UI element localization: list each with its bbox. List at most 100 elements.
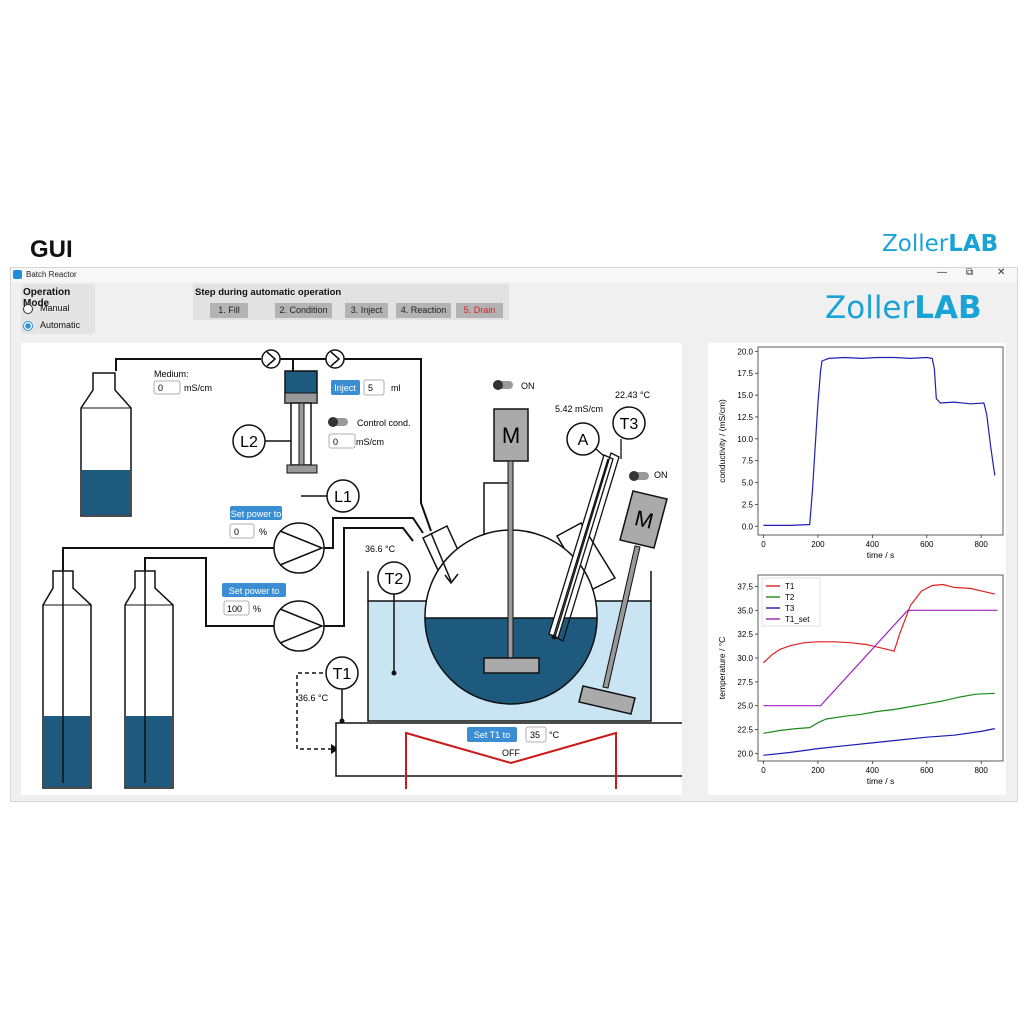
y-tick-label: 27.5 [737, 678, 753, 687]
sensor-L2 [232, 424, 266, 458]
pump1-set-power-button[interactable] [230, 506, 282, 520]
inject-button-label: Inject [334, 383, 356, 393]
x-tick-label: 0 [761, 540, 766, 549]
y-axis-label: temperature / °C [717, 637, 727, 699]
inject-unit: ml [391, 383, 401, 393]
y-tick-label: 20.0 [737, 347, 753, 356]
motor2-on-label: ON [654, 470, 668, 480]
control-cond-input[interactable] [328, 433, 356, 449]
syringe-pump [261, 370, 318, 474]
sensor-L1 [326, 479, 360, 513]
y-tick-label: 2.5 [742, 500, 754, 509]
minimize-button[interactable]: — [937, 267, 947, 278]
radio-manual-circle[interactable] [23, 304, 33, 314]
t1-readout: 36.6 °C [298, 693, 329, 703]
sensor-T3-label: T3 [620, 416, 639, 433]
operation-mode-title: Operation Mode [23, 287, 71, 309]
legend-label: T1 [785, 582, 795, 591]
plot-frame-1 [757, 346, 1004, 536]
y-tick-label: 7.5 [742, 457, 754, 466]
series-line-T3 [763, 728, 995, 756]
y-tick-label: 0.0 [742, 522, 754, 531]
control-loop-dashed [296, 672, 331, 750]
check-valve-left [261, 349, 281, 369]
x-tick-label: 400 [866, 540, 880, 549]
check-valves [261, 349, 345, 369]
sensor-L2-label: L2 [240, 434, 258, 451]
motor2-label: M [632, 505, 656, 534]
pump2-set-power-button[interactable] [222, 583, 286, 597]
y-tick-label: 10.0 [737, 435, 753, 444]
control-cond-unit: mS/cm [356, 437, 384, 447]
bottle-left [42, 570, 92, 789]
y-tick-label: 22.5 [737, 726, 753, 735]
pump1-icon [273, 522, 325, 574]
radio-automatic[interactable]: Automatic [23, 320, 93, 332]
y-tick-label: 12.5 [737, 413, 753, 422]
inject-volume-input[interactable] [363, 379, 385, 396]
pump2-power-value: 100 [227, 604, 242, 614]
main-logo: ZollerLAB [825, 290, 982, 326]
y-tick-label: 35.0 [737, 606, 753, 615]
x-axis-label: time / s [867, 776, 894, 786]
step-reaction: 4. Reaction [396, 303, 451, 318]
x-tick-label: 400 [866, 766, 880, 775]
step-condition: 2. Condition [275, 303, 332, 318]
series-line-conductivity [763, 356, 996, 526]
pump2-percent: % [253, 604, 261, 614]
y-tick-label: 25.0 [737, 702, 753, 711]
app-icon [13, 270, 22, 279]
close-button[interactable]: ✕ [997, 267, 1006, 278]
pipe-medium-to-valve [115, 358, 261, 371]
t3-readout: 22.43 °C [615, 390, 651, 400]
app-window: Batch Reactor — ⧉ ✕ Operation Mode Manua… [10, 267, 1018, 802]
x-tick-label: 200 [811, 540, 825, 549]
y-tick-label: 20.0 [737, 749, 753, 758]
title-bar[interactable]: Batch Reactor — ⧉ ✕ [11, 267, 1017, 282]
sensor-T2-label: T2 [385, 571, 404, 588]
top-logo: ZollerLAB [882, 231, 999, 257]
maximize-button[interactable]: ⧉ [966, 267, 974, 278]
gui-heading: GUI [30, 236, 73, 263]
set-t1-button[interactable] [467, 727, 517, 742]
bottle-middle [124, 558, 174, 789]
inject-button[interactable] [331, 380, 360, 395]
control-cond-label: Control cond. [357, 418, 411, 428]
legend-label: T3 [785, 604, 795, 613]
stirrer-shaft [507, 460, 514, 659]
control-cond-toggle[interactable] [328, 417, 348, 427]
y-tick-label: 15.0 [737, 391, 753, 400]
heater-element [405, 731, 617, 789]
pump2-power-input[interactable] [223, 600, 250, 616]
pipes [62, 358, 432, 627]
set-t1-button-label: Set T1 to [474, 730, 510, 740]
pump2-set-power-label: Set power to [229, 586, 280, 596]
medium-input[interactable] [153, 380, 181, 395]
probe-rods [548, 439, 622, 642]
y-tick-label: 32.5 [737, 630, 753, 639]
x-tick-label: 600 [920, 540, 934, 549]
x-tick-label: 200 [811, 766, 825, 775]
stirrer-impeller [483, 657, 540, 674]
pipe-pump2-out [321, 527, 414, 627]
medium-unit: mS/cm [184, 383, 212, 393]
x-tick-label: 0 [761, 766, 766, 775]
radio-automatic-circle[interactable] [23, 321, 33, 331]
pump1-power-input[interactable] [229, 523, 255, 539]
radio-automatic-label: Automatic [40, 320, 81, 330]
pump2-icon [273, 600, 325, 652]
stirrer-toggle[interactable] [493, 380, 513, 390]
radio-manual[interactable]: Manual [23, 303, 93, 315]
control-cond-value: 0 [333, 437, 338, 447]
series-line-T1 [762, 583, 995, 664]
set-t1-unit: °C [549, 730, 560, 740]
pump1-set-power-label: Set power to [231, 509, 282, 519]
set-t1-input[interactable] [525, 726, 547, 743]
motor2-toggle[interactable] [629, 471, 649, 481]
window-title: Batch Reactor [26, 270, 77, 279]
step-drain: 5. Drain [456, 303, 503, 318]
stirrer-on-label: ON [521, 381, 535, 391]
